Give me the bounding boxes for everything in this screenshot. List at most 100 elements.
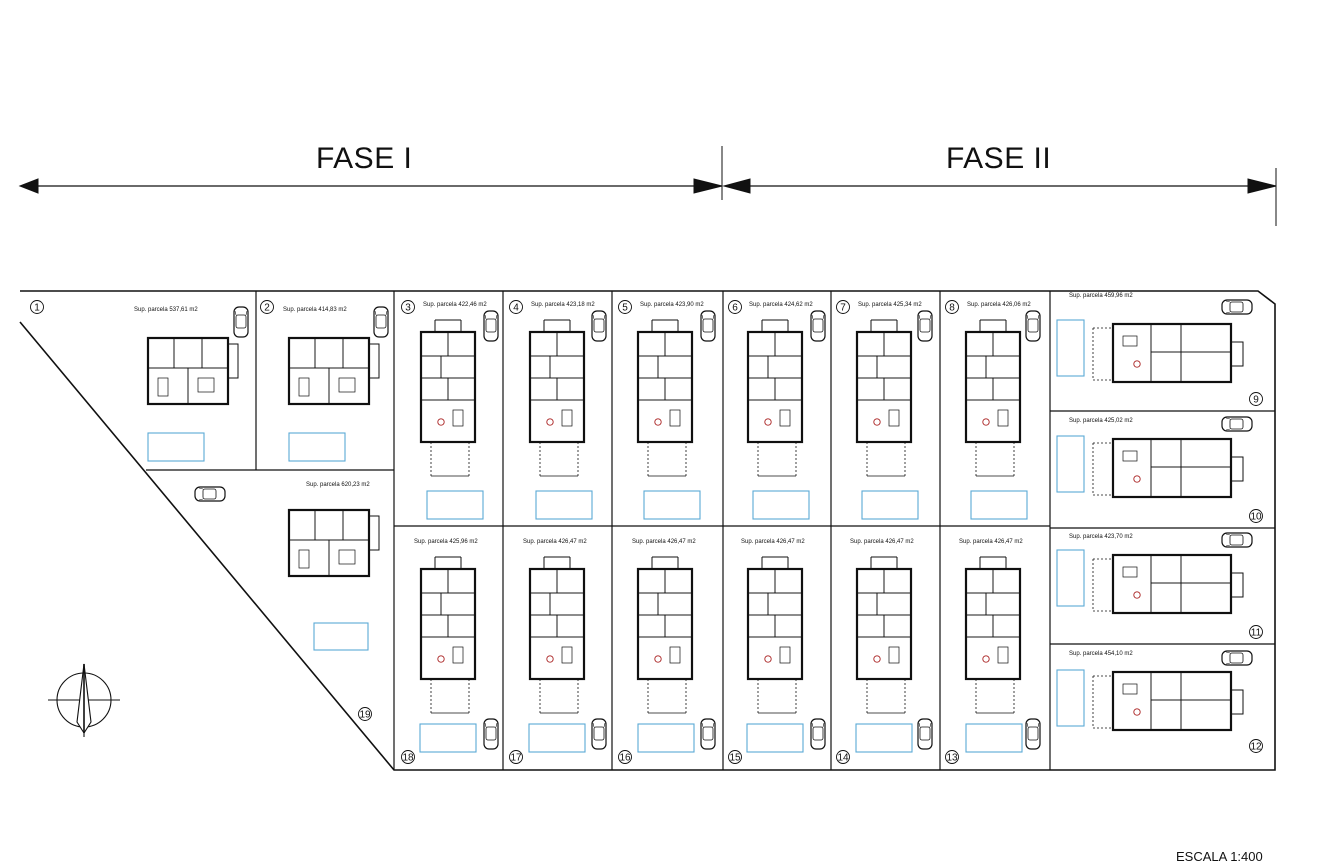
plot-number-1: 1 [34, 303, 40, 314]
house-floorplan-icon [1092, 322, 1244, 384]
plot-number-circle-10 [1249, 509, 1263, 523]
plot-number-circle-14 [836, 750, 850, 764]
plot-number-circle-4 [509, 300, 523, 314]
pool-icon [288, 432, 346, 462]
plot-number-circle-8 [945, 300, 959, 314]
plot-area-label-15: Sup. parcela 426,47 m2 [741, 539, 805, 545]
plot-number-circle-12 [1249, 739, 1263, 753]
site-boundary [19, 290, 1276, 771]
plot-number-circle-11 [1249, 625, 1263, 639]
plot-area-label-6: Sup. parcela 424,62 m2 [749, 302, 813, 308]
car-icon [1025, 718, 1041, 750]
plot-area-label-11: Sup. parcela 423,70 m2 [1069, 534, 1133, 540]
house-floorplan-icon [964, 556, 1022, 714]
plot-area-label-10: Sup. parcela 425,02 m2 [1069, 418, 1133, 424]
plot-number-16: 16 [619, 753, 631, 764]
plot-area-label-7: Sup. parcela 425,34 m2 [858, 302, 922, 308]
plot-area-label-5: Sup. parcela 423,90 m2 [640, 302, 704, 308]
pool-icon [965, 723, 1023, 753]
plot-dividers [146, 291, 1275, 770]
plot-number-9: 9 [1253, 395, 1259, 406]
pool-icon [752, 490, 810, 520]
plot-number-6: 6 [732, 303, 738, 314]
house-floorplan-icon [528, 556, 586, 714]
plot-number-circle-17 [509, 750, 523, 764]
plot-area-label-17: Sup. parcela 426,47 m2 [523, 539, 587, 545]
plot-number-17: 17 [510, 753, 522, 764]
plot-number-13: 13 [946, 753, 958, 764]
plot-number-2: 2 [264, 303, 270, 314]
house-floorplan-icon [287, 336, 380, 406]
plot-area-label-9: Sup. parcela 459,96 m2 [1069, 293, 1133, 299]
cars-layer [194, 299, 1253, 750]
car-icon [483, 310, 499, 342]
plot-area-label-18: Sup. parcela 425,96 m2 [414, 539, 478, 545]
pool-icon [147, 432, 205, 462]
plot-number-14: 14 [837, 753, 849, 764]
pool-icon [528, 723, 586, 753]
plot-area-label-8: Sup. parcela 426,06 m2 [967, 302, 1031, 308]
plot-area-label-12: Sup. parcela 454,10 m2 [1069, 651, 1133, 657]
house-floorplan-icon [146, 336, 239, 406]
car-icon [373, 306, 389, 338]
plot-number-circle-1 [30, 300, 44, 314]
car-icon [700, 310, 716, 342]
plot-number-circle-16 [618, 750, 632, 764]
plot-number-8: 8 [949, 303, 955, 314]
car-icon [1221, 299, 1253, 315]
house-floorplan-icon [855, 319, 913, 477]
plot-number-circle-9 [1249, 392, 1263, 406]
plot-number-circle-5 [618, 300, 632, 314]
house-floorplan-icon [636, 556, 694, 714]
house-floorplan-icon [746, 319, 804, 477]
pool-icon [643, 490, 701, 520]
plot-number-circle-7 [836, 300, 850, 314]
plot-number-4: 4 [513, 303, 519, 314]
pool-icon [535, 490, 593, 520]
phase-dimension-lines [18, 146, 1277, 226]
houses-layer [146, 319, 1244, 732]
car-icon [810, 718, 826, 750]
car-icon [1221, 650, 1253, 666]
plot-number-circle-6 [728, 300, 742, 314]
plot-area-label-19: Sup. parcela 620,23 m2 [306, 482, 370, 488]
plot-area-label-2: Sup. parcela 414,83 m2 [283, 307, 347, 313]
house-floorplan-icon [419, 319, 477, 477]
plot-number-3: 3 [405, 303, 411, 314]
pool-icon [313, 622, 369, 651]
car-icon [1025, 310, 1041, 342]
car-icon [591, 718, 607, 750]
house-floorplan-icon [287, 508, 380, 578]
pool-icon [746, 723, 804, 753]
plot-number-circle-19 [358, 707, 372, 721]
plot-area-label-1: Sup. parcela 537,61 m2 [134, 307, 198, 313]
car-icon [194, 486, 226, 502]
pool-icon [637, 723, 695, 753]
pool-icon [1056, 669, 1085, 727]
plot-area-label-16: Sup. parcela 426,47 m2 [632, 539, 696, 545]
pool-icon [1056, 319, 1085, 377]
plot-number-18: 18 [402, 753, 414, 764]
car-icon [1221, 532, 1253, 548]
car-icon [233, 306, 249, 338]
pool-icon [861, 490, 919, 520]
house-floorplan-icon [636, 319, 694, 477]
car-icon [700, 718, 716, 750]
plot-number-12: 12 [1250, 742, 1262, 753]
plot-area-label-14: Sup. parcela 426,47 m2 [850, 539, 914, 545]
pool-icon [1056, 435, 1085, 493]
house-floorplan-icon [1092, 437, 1244, 499]
plot-number-circle-18 [401, 750, 415, 764]
house-floorplan-icon [964, 319, 1022, 477]
plot-number-11: 11 [1251, 628, 1262, 639]
pool-icon [1056, 549, 1085, 607]
pool-icon [970, 490, 1028, 520]
house-floorplan-icon [855, 556, 913, 714]
phase-1-label: FASE I [316, 142, 413, 175]
plot-number-5: 5 [622, 303, 628, 314]
pool-icon [426, 490, 484, 520]
plot-number-circle-15 [728, 750, 742, 764]
plot-area-label-3: Sup. parcela 422,46 m2 [423, 302, 487, 308]
pools-layer [147, 319, 1085, 753]
